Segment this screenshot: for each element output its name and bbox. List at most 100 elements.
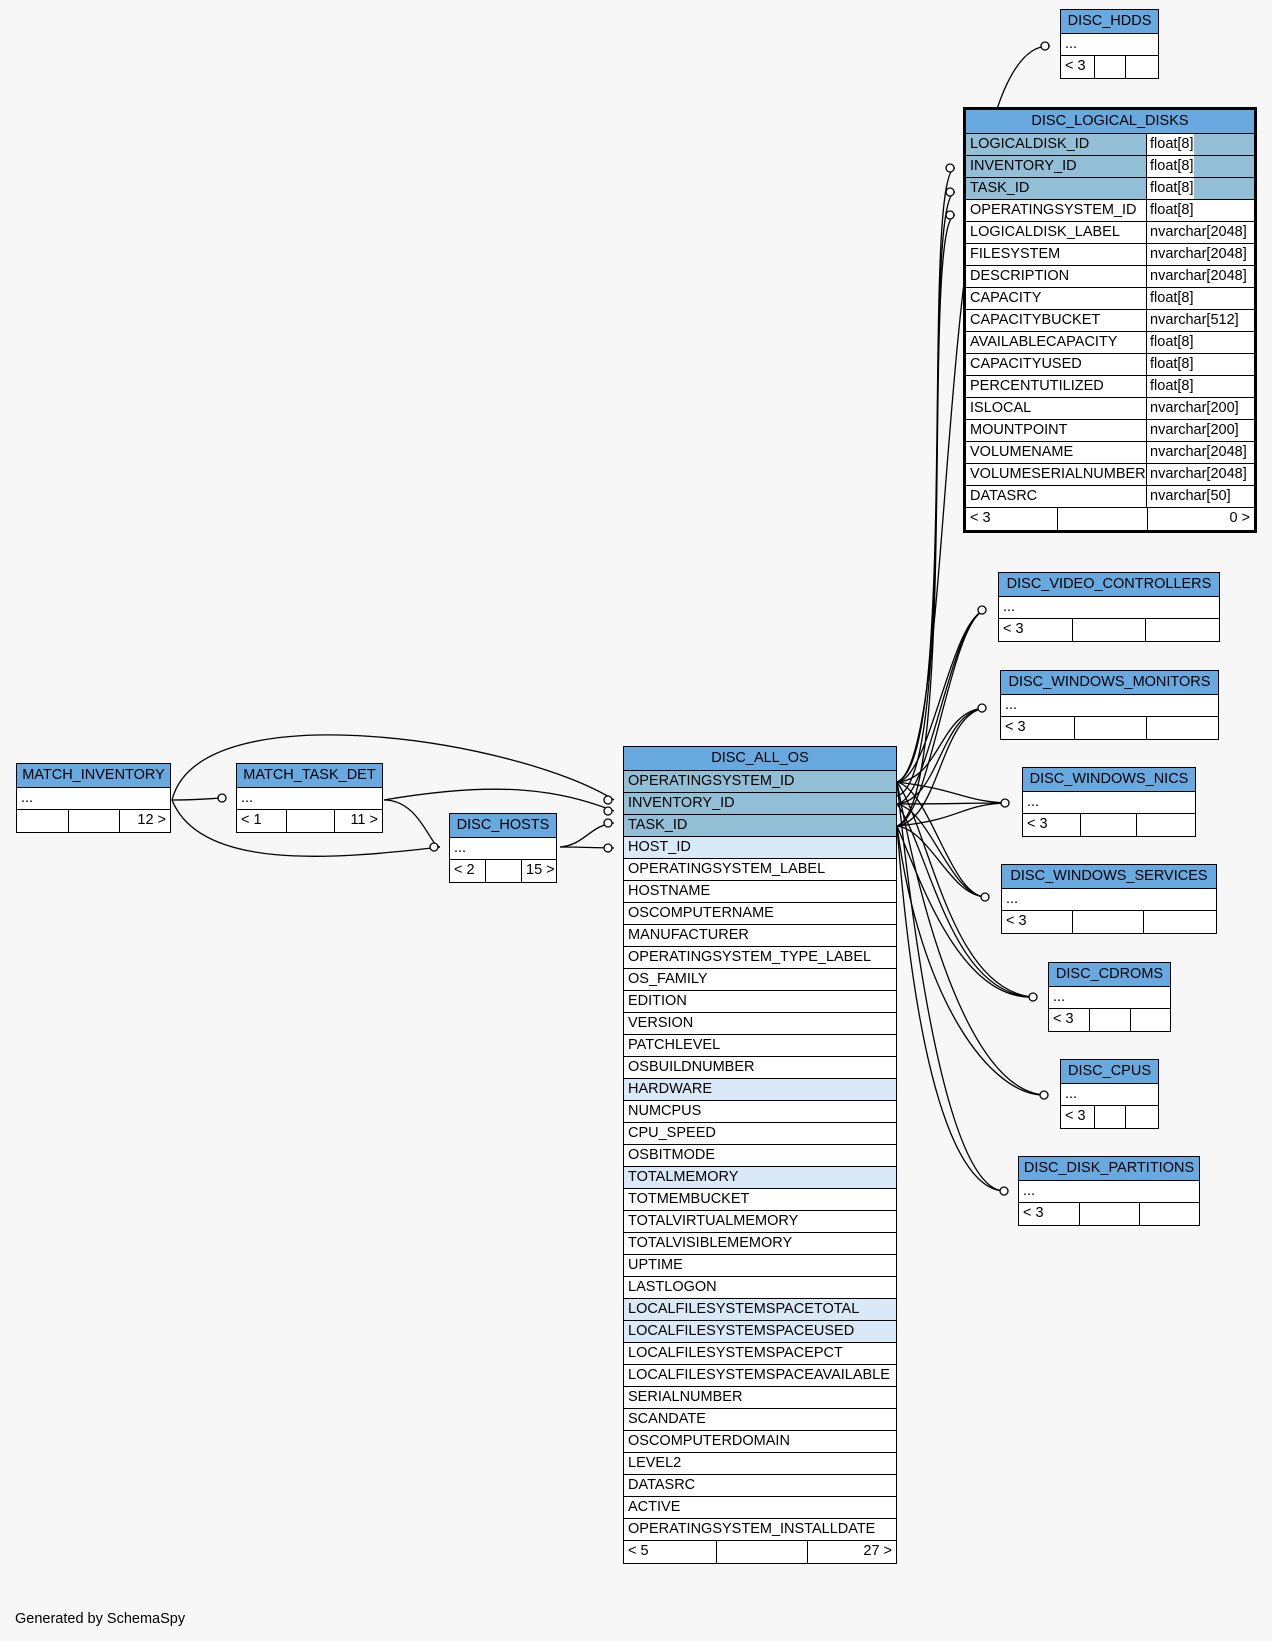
collapsed-columns-row[interactable]: ...: [1023, 792, 1195, 814]
parent-count[interactable]: < 3: [1001, 717, 1075, 739]
collapsed-columns-row[interactable]: ...: [1061, 34, 1158, 56]
child-count[interactable]: [1126, 56, 1158, 78]
parent-count[interactable]: [17, 810, 69, 832]
column-row[interactable]: TASK_ID: [624, 815, 896, 837]
column-row[interactable]: HARDWARE: [624, 1079, 896, 1101]
column-row[interactable]: VERSION: [624, 1013, 896, 1035]
parent-count[interactable]: < 3: [1061, 56, 1095, 78]
table-header[interactable]: DISC_DISK_PARTITIONS: [1019, 1157, 1199, 1181]
column-row[interactable]: OPERATINGSYSTEM_LABEL: [624, 859, 896, 881]
child-count[interactable]: [1140, 1203, 1199, 1225]
parent-count[interactable]: < 2: [450, 860, 486, 882]
child-count[interactable]: [1146, 619, 1219, 641]
collapsed-columns-row[interactable]: ...: [17, 788, 170, 810]
collapsed-columns-row[interactable]: ...: [450, 838, 556, 860]
column-row[interactable]: LOCALFILESYSTEMSPACEAVAILABLE: [624, 1365, 896, 1387]
table-header[interactable]: MATCH_INVENTORY: [17, 764, 170, 788]
column-row[interactable]: MANUFACTURER: [624, 925, 896, 947]
table-disc-hdds[interactable]: DISC_HDDS...< 3: [1060, 9, 1159, 79]
column-row[interactable]: LOCALFILESYSTEMSPACEUSED: [624, 1321, 896, 1343]
table-disc-windows-nics[interactable]: DISC_WINDOWS_NICS...< 3: [1022, 767, 1196, 837]
column-row[interactable]: ACTIVE: [624, 1497, 896, 1519]
table-disc-windows-monitors[interactable]: DISC_WINDOWS_MONITORS...< 3: [1000, 670, 1219, 740]
table-disc-cdroms[interactable]: DISC_CDROMS...< 3: [1048, 962, 1171, 1032]
collapsed-columns-row[interactable]: ...: [1049, 987, 1170, 1009]
parent-count[interactable]: < 5: [624, 1541, 717, 1563]
collapsed-columns-row[interactable]: ...: [1019, 1181, 1199, 1203]
column-row[interactable]: OPERATINGSYSTEM_INSTALLDATE: [624, 1519, 896, 1541]
column-row[interactable]: LEVEL2: [624, 1453, 896, 1475]
parent-count[interactable]: < 3: [999, 619, 1073, 641]
child-count[interactable]: 12 >: [137, 812, 166, 828]
column-row[interactable]: OPERATINGSYSTEM_ID: [624, 771, 896, 793]
table-disc-windows-services[interactable]: DISC_WINDOWS_SERVICES...< 3: [1001, 864, 1217, 934]
column-row[interactable]: OSCOMPUTERNAME: [624, 903, 896, 925]
column-row[interactable]: HOST_ID: [624, 837, 896, 859]
parent-count[interactable]: < 3: [1002, 911, 1073, 933]
parent-count[interactable]: < 3: [966, 508, 1058, 530]
child-count[interactable]: 0 >: [1229, 510, 1250, 526]
child-count[interactable]: [1137, 814, 1195, 836]
table-header[interactable]: DISC_WINDOWS_SERVICES: [1002, 865, 1216, 889]
collapsed-columns-row[interactable]: ...: [1001, 695, 1218, 717]
table-header[interactable]: DISC_WINDOWS_MONITORS: [1001, 671, 1218, 695]
table-disc-cpus[interactable]: DISC_CPUS...< 3: [1060, 1059, 1159, 1129]
table-disc-video-controllers[interactable]: DISC_VIDEO_CONTROLLERS...< 3: [998, 572, 1220, 642]
column-row[interactable]: OSCOMPUTERDOMAIN: [624, 1431, 896, 1453]
collapsed-columns-row[interactable]: ...: [1002, 889, 1216, 911]
table-header[interactable]: DISC_WINDOWS_NICS: [1023, 768, 1195, 792]
column-row[interactable]: SCANDATE: [624, 1409, 896, 1431]
column-row[interactable]: NUMCPUS: [624, 1101, 896, 1123]
child-count[interactable]: 15 >: [526, 862, 555, 878]
column-row[interactable]: PATCHLEVEL: [624, 1035, 896, 1057]
column-row[interactable]: UPTIME: [624, 1255, 896, 1277]
parent-count[interactable]: < 3: [1049, 1009, 1090, 1031]
column-row[interactable]: LOCALFILESYSTEMSPACETOTAL: [624, 1299, 896, 1321]
table-header[interactable]: DISC_ALL_OS: [624, 747, 896, 771]
table-header[interactable]: DISC_HOSTS: [450, 814, 556, 838]
column-row[interactable]: OPERATINGSYSTEM_TYPE_LABEL: [624, 947, 896, 969]
table-header[interactable]: DISC_CDROMS: [1049, 963, 1170, 987]
column-row[interactable]: LASTLOGON: [624, 1277, 896, 1299]
table-header[interactable]: DISC_CPUS: [1061, 1060, 1158, 1084]
collapsed-columns-row[interactable]: ...: [1061, 1084, 1158, 1106]
collapsed-columns-row[interactable]: ...: [999, 597, 1219, 619]
column-row[interactable]: TOTALMEMORY: [624, 1167, 896, 1189]
table-header[interactable]: MATCH_TASK_DET: [237, 764, 382, 788]
table-header[interactable]: DISC_VIDEO_CONTROLLERS: [999, 573, 1219, 597]
child-count[interactable]: [1126, 1106, 1158, 1128]
table-disc-hosts[interactable]: DISC_HOSTS...< 2 15 >: [449, 813, 557, 883]
child-count[interactable]: 11 >: [350, 812, 378, 828]
child-count[interactable]: [1131, 1009, 1170, 1031]
parent-count[interactable]: < 3: [1061, 1106, 1095, 1128]
column-row[interactable]: CPU_SPEED: [624, 1123, 896, 1145]
table-header[interactable]: DISC_HDDS: [1061, 10, 1158, 34]
child-count[interactable]: [1144, 911, 1216, 933]
column-row[interactable]: TOTMEMBUCKET: [624, 1189, 896, 1211]
column-row[interactable]: TOTALVIRTUALMEMORY: [624, 1211, 896, 1233]
parent-count[interactable]: < 3: [1023, 814, 1081, 836]
collapsed-columns-row[interactable]: ...: [237, 788, 382, 810]
column-row[interactable]: INVENTORY_ID: [624, 793, 896, 815]
column-row[interactable]: HOSTNAME: [624, 881, 896, 903]
table-header[interactable]: DISC_LOGICAL_DISKS: [966, 110, 1254, 134]
child-count[interactable]: [1147, 717, 1218, 739]
parent-count[interactable]: < 3: [1019, 1203, 1080, 1225]
